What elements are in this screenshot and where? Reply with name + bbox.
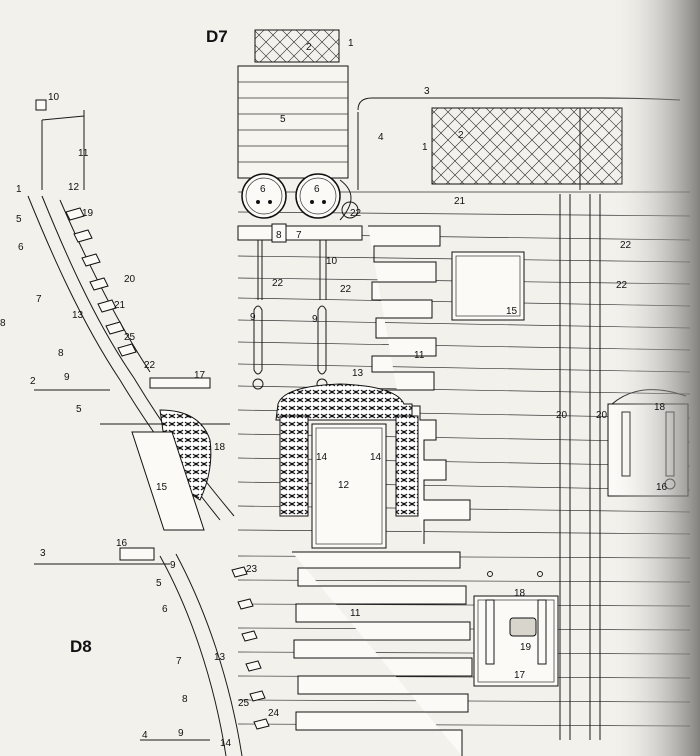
callout: 22 (350, 208, 362, 219)
lower-port-lid (473, 571, 559, 687)
d8-section (27, 99, 270, 756)
callout: 3 (424, 86, 430, 97)
vertical-wales (559, 194, 601, 740)
callout: 25 (124, 332, 136, 343)
stern-section-lower (292, 551, 473, 756)
callout: 20 (596, 410, 608, 421)
callout: 20 (556, 410, 568, 421)
callout: 8 (182, 694, 188, 705)
callout: 1 (16, 184, 22, 195)
callout: 13 (352, 368, 364, 379)
callout: 9 (178, 728, 184, 739)
callout: 6 (260, 184, 266, 195)
callout: 9 (250, 312, 256, 323)
window-frame-15 (451, 251, 525, 321)
figure-label-d7: D7 (206, 27, 228, 46)
callout: 16 (116, 538, 128, 549)
chain-plates (252, 240, 328, 390)
callout: 18 (514, 588, 526, 599)
callout: 18 (654, 402, 666, 413)
carved-pilaster-left (279, 415, 309, 517)
callout: 13 (72, 310, 84, 321)
callout: 21 (114, 300, 126, 311)
callout: 9 (64, 372, 70, 383)
carved-pediment (275, 383, 413, 421)
callout: 9 (312, 314, 318, 325)
callout: 14 (316, 452, 328, 463)
callout: 8 (58, 348, 64, 359)
callout: 7 (296, 230, 302, 241)
callout: 11 (414, 350, 425, 361)
callout: 21 (454, 196, 466, 207)
callout: 22 (340, 284, 352, 295)
frame-ribs-lower (231, 566, 270, 730)
callout: 12 (338, 480, 350, 491)
callouts-left-top: 10 11 12 19 1 5 6 20 7 21 13 25 8 22 9 2… (16, 92, 226, 493)
callout: 24 (268, 708, 280, 719)
callout: 17 (194, 370, 206, 381)
port-door (311, 423, 387, 549)
callout: 10 (326, 256, 338, 267)
callout: 8 (276, 230, 282, 241)
carved-pilaster-right (395, 415, 419, 517)
frame-ribs-upper (65, 207, 137, 357)
figure-label-d8: D8 (70, 637, 92, 656)
callout: 23 (246, 564, 258, 575)
callout: 6 (314, 184, 320, 195)
callout: 4 (142, 730, 148, 741)
top-lattice-panel (254, 29, 340, 63)
page-gutter-shadow (610, 0, 700, 756)
callout: 18 (214, 442, 226, 453)
callouts-d7-top: 2 1 3 5 4 2 1 21 6 6 22 8 7 10 22 22 22 … (250, 38, 632, 379)
callout: 5 (76, 404, 82, 415)
channel-bar (237, 225, 363, 241)
callout: 15 (156, 482, 168, 493)
callout: 5 (16, 214, 22, 225)
callouts-left-bottom: 16 3 9 23 5 6 13 7 8 25 24 9 4 14 (40, 538, 280, 749)
callout: 11 (78, 148, 89, 159)
callout: 2 (458, 130, 464, 141)
callout: 7 (36, 294, 42, 305)
callout: 25 (238, 698, 250, 709)
stern-section-upper (368, 225, 471, 544)
callout: 9 (170, 560, 176, 571)
upper-bulwark (237, 65, 349, 179)
callout: 1 (348, 38, 354, 49)
callout: 15 (506, 306, 518, 317)
callout: 6 (162, 604, 168, 615)
callout: 14 (220, 738, 232, 749)
callout: 20 (124, 274, 136, 285)
callout: 7 (176, 656, 182, 667)
entry-port (275, 383, 419, 549)
callout: 3 (40, 548, 46, 559)
callout: 5 (280, 114, 286, 125)
callout: 16 (656, 482, 668, 493)
callout: 22 (616, 280, 628, 291)
callout: 19 (82, 208, 94, 219)
callouts-d7-mid: 14 14 12 20 20 18 16 11 18 19 17 (316, 402, 668, 681)
callout: 22 (144, 360, 156, 371)
callout: 12 (68, 182, 80, 193)
callout: 22 (620, 240, 632, 251)
rail-lattice-panel (431, 107, 623, 185)
callout-edge: 8 (0, 318, 6, 329)
callout: 17 (514, 670, 526, 681)
callout: 4 (378, 132, 384, 143)
callout: 13 (214, 652, 226, 663)
callout: 22 (272, 278, 284, 289)
callout: 11 (350, 608, 361, 619)
callout: 5 (156, 578, 162, 589)
deadeye-blocks (241, 173, 359, 221)
figure-labels: D7 D8 (70, 27, 228, 656)
callout: 2 (30, 376, 36, 387)
callout: 1 (422, 142, 428, 153)
callout: 6 (18, 242, 24, 253)
callout: 19 (520, 642, 532, 653)
callout: 10 (48, 92, 60, 103)
callout: 2 (306, 42, 312, 53)
callout: 14 (370, 452, 382, 463)
